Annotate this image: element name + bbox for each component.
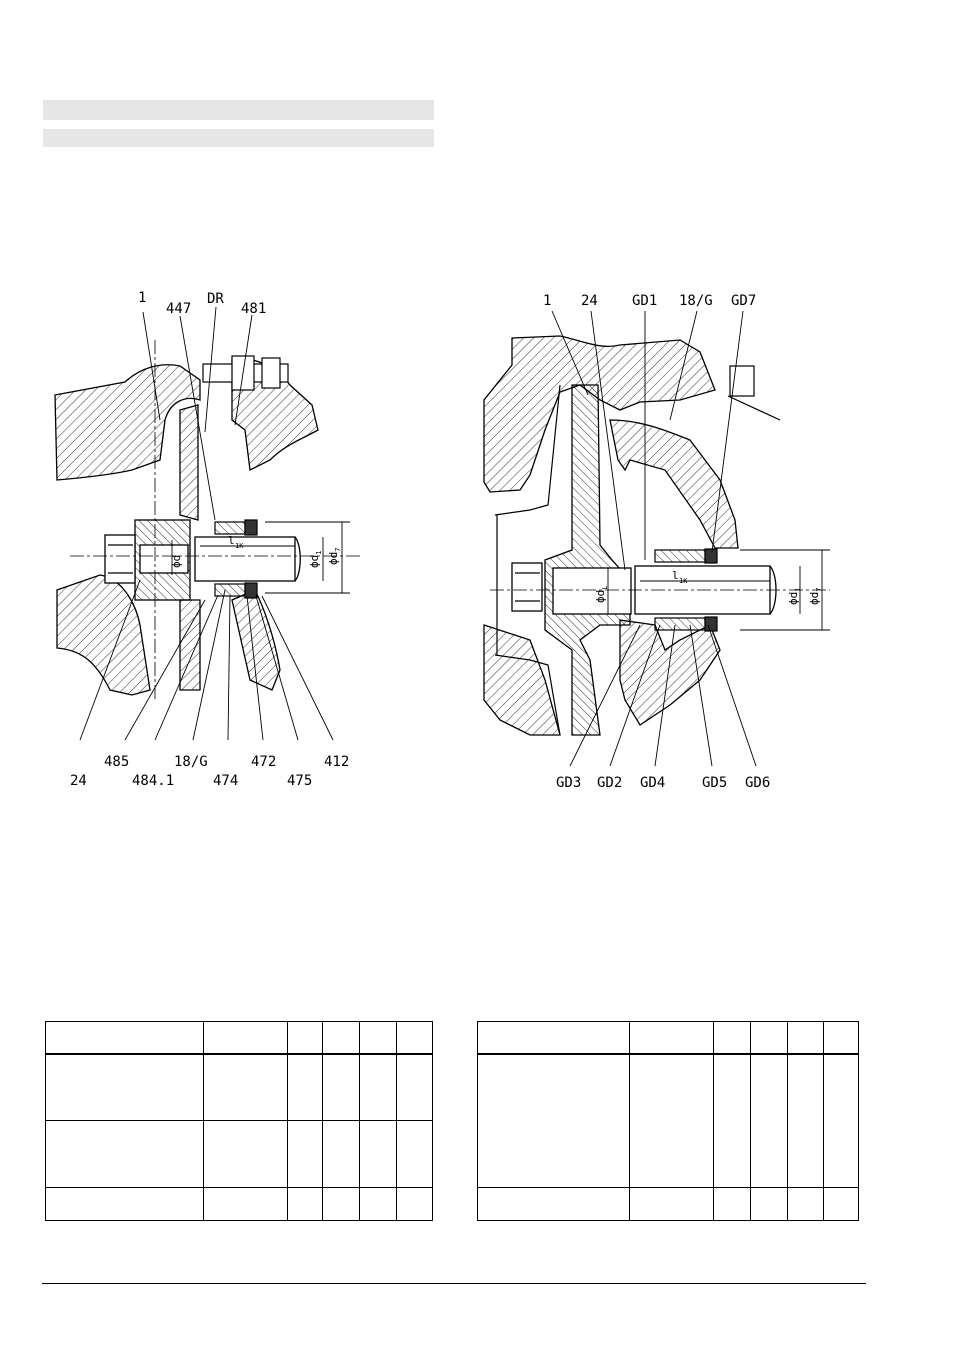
left-dim-phi-d7-sub: 7	[334, 548, 342, 552]
left-bolt	[202, 355, 289, 391]
right-casing	[483, 335, 739, 736]
table-row	[45, 1053, 433, 1121]
header-bar-1	[43, 100, 434, 120]
right-dim-l1k-sub: 1K	[679, 577, 688, 585]
table-row	[45, 1120, 433, 1188]
table-row	[477, 1053, 859, 1188]
left-label-dr: DR	[207, 291, 224, 307]
right-dim-phi-d7: ϕd7	[808, 588, 823, 605]
left-label-412: 412	[324, 754, 349, 770]
right-label-gd7: GD7	[731, 293, 756, 309]
right-label-18g: 18/G	[679, 293, 713, 309]
left-dim-d1: ϕd	[170, 555, 183, 568]
left-label-481: 481	[241, 301, 266, 317]
right-label-gd6: GD6	[745, 775, 770, 791]
right-label-gd3: GD3	[556, 775, 581, 791]
left-label-484-1: 484.1	[132, 773, 174, 789]
table-row	[45, 1187, 433, 1221]
right-table	[477, 1021, 859, 1221]
right-dim-dl: ϕdL	[594, 586, 609, 603]
right-label-24: 24	[581, 293, 598, 309]
right-label-1: 1	[543, 293, 551, 309]
right-impeller	[511, 384, 632, 736]
left-dim-l1k: l	[228, 534, 235, 547]
right-dimensions	[607, 549, 830, 631]
right-dim-phi-d7-sub: 7	[815, 588, 823, 592]
table-row	[477, 1187, 859, 1221]
right-dim-phi-d1-sub: 1	[794, 588, 802, 592]
right-label-gd1: GD1	[632, 293, 657, 309]
left-label-485: 485	[104, 754, 129, 770]
header-bar-2	[43, 129, 434, 147]
left-label-24: 24	[70, 773, 87, 789]
left-label-18g: 18/G	[174, 754, 208, 770]
left-label-1: 1	[138, 290, 146, 306]
left-impeller-hub	[104, 519, 191, 601]
footer-rule	[42, 1283, 866, 1284]
left-dimensions	[171, 521, 350, 594]
right-leader-lines	[551, 310, 757, 767]
right-label-gd2: GD2	[597, 775, 622, 791]
right-dim-dl-sub: L	[601, 586, 609, 590]
left-leader-lines	[79, 306, 334, 741]
left-dim-phi-d1-sub: 1	[315, 551, 323, 555]
left-dim-phi-d1: ϕd1	[308, 551, 323, 568]
right-seal-rings	[654, 548, 718, 632]
left-shaft	[194, 536, 301, 582]
right-bolt	[727, 365, 781, 421]
left-label-472: 472	[251, 754, 276, 770]
table-row	[477, 1021, 859, 1055]
left-dim-l1k-sub: 1K	[235, 542, 244, 550]
right-cover-plate	[494, 384, 561, 736]
left-label-475: 475	[287, 773, 312, 789]
right-label-gd4: GD4	[640, 775, 665, 791]
right-dim-phi-d1: ϕd1	[787, 588, 802, 605]
left-seal-rings	[214, 519, 258, 599]
left-label-474: 474	[213, 773, 238, 789]
left-label-447: 447	[166, 301, 191, 317]
left-dim-phi-d7: ϕd7	[327, 548, 342, 565]
left-table	[45, 1021, 433, 1221]
right-dim-l1k: l	[672, 569, 679, 582]
right-label-gd5: GD5	[702, 775, 727, 791]
table-row	[45, 1021, 433, 1055]
